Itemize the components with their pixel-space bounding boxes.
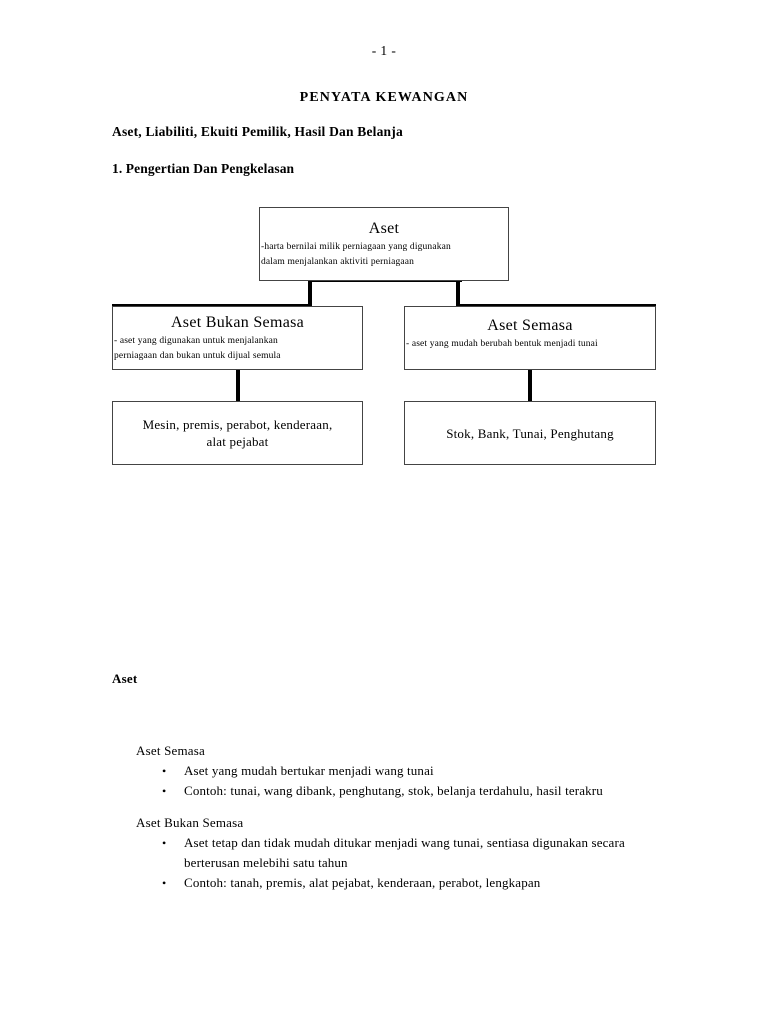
diagram-node-aset-semasa-examples: Stok, Bank, Tunai, Penghutang — [404, 401, 656, 465]
connector-drop-left — [308, 278, 312, 308]
diagram-node-aset: Aset -harta bernilai milik perniagaan ya… — [259, 207, 509, 281]
diagram-node-aset-bukan-semasa-title: Aset Bukan Semasa — [170, 314, 305, 331]
diagram-node-aset-semasa-examples-text: Stok, Bank, Tunai, Penghutang — [446, 425, 614, 442]
diagram-node-aset-bukan-semasa-examples-text: Mesin, premis, perabot, kenderaan, alat … — [143, 416, 333, 450]
notes-heading-aset: Aset — [112, 671, 138, 686]
examples-line-2: alat pejabat — [206, 434, 269, 449]
notes-label-aset-bukan-semasa: Aset Bukan Semasa — [136, 815, 244, 830]
diagram-node-aset-bukan-semasa: Aset Bukan Semasa - aset yang digunakan … — [112, 306, 363, 370]
examples-line-1: Stok, Bank, Tunai, Penghutang — [446, 425, 614, 441]
diagram-node-aset-bukan-semasa-desc-line1: - aset yang digunakan untuk menjalankan — [114, 336, 278, 346]
diagram-node-aset-bukan-semasa-desc-line2: perniagaan dan bukan untuk dijual semula — [114, 350, 281, 361]
page-title: PENYATA KEWANGAN — [299, 90, 469, 105]
page-number: - 1 - — [371, 43, 397, 58]
list-item: Aset tetap dan tidak mudah ditukar menja… — [136, 833, 676, 873]
list-item: Contoh: tunai, wang dibank, penghutang, … — [136, 781, 676, 801]
diagram-node-aset-bukan-semasa-examples: Mesin, premis, perabot, kenderaan, alat … — [112, 401, 363, 465]
diagram-node-aset-desc-line1: -harta bernilai milik perniagaan yang di… — [261, 242, 451, 252]
notes-label-aset-semasa: Aset Semasa — [136, 743, 205, 758]
notes-bullets-aset-semasa: Aset yang mudah bertukar menjadi wang tu… — [136, 761, 676, 801]
examples-line-1: Mesin, premis, perabot, kenderaan, — [142, 417, 333, 432]
notes-group-aset-semasa: Aset Semasa Aset yang mudah bertukar men… — [136, 741, 676, 801]
notes-group-aset-bukan-semasa: Aset Bukan Semasa Aset tetap dan tidak m… — [136, 813, 676, 893]
asset-hierarchy-diagram: Aset -harta bernilai milik perniagaan ya… — [0, 0, 768, 500]
connector-drop-right — [456, 278, 460, 308]
list-item: Aset yang mudah bertukar menjadi wang tu… — [136, 761, 676, 781]
document-subtitle: Aset, Liabiliti, Ekuiti Pemilik, Hasil D… — [112, 124, 403, 139]
diagram-node-aset-desc-line2: dalam menjalankan aktiviti perniagaan — [261, 256, 415, 267]
diagram-node-aset-semasa: Aset Semasa - aset yang mudah berubah be… — [404, 306, 656, 370]
notes-bullets-aset-bukan-semasa: Aset tetap dan tidak mudah ditukar menja… — [136, 833, 676, 893]
connector-left-to-examples — [236, 369, 240, 403]
diagram-node-aset-semasa-desc-line1: - aset yang mudah berubah bentuk menjadi… — [406, 339, 598, 349]
list-item: Contoh: tanah, premis, alat pejabat, ken… — [136, 873, 676, 893]
diagram-node-aset-title: Aset — [368, 220, 400, 237]
section-heading: 1. Pengertian Dan Pengkelasan — [112, 161, 295, 176]
diagram-node-aset-semasa-title: Aset Semasa — [487, 317, 573, 334]
connector-right-to-examples — [528, 369, 532, 403]
